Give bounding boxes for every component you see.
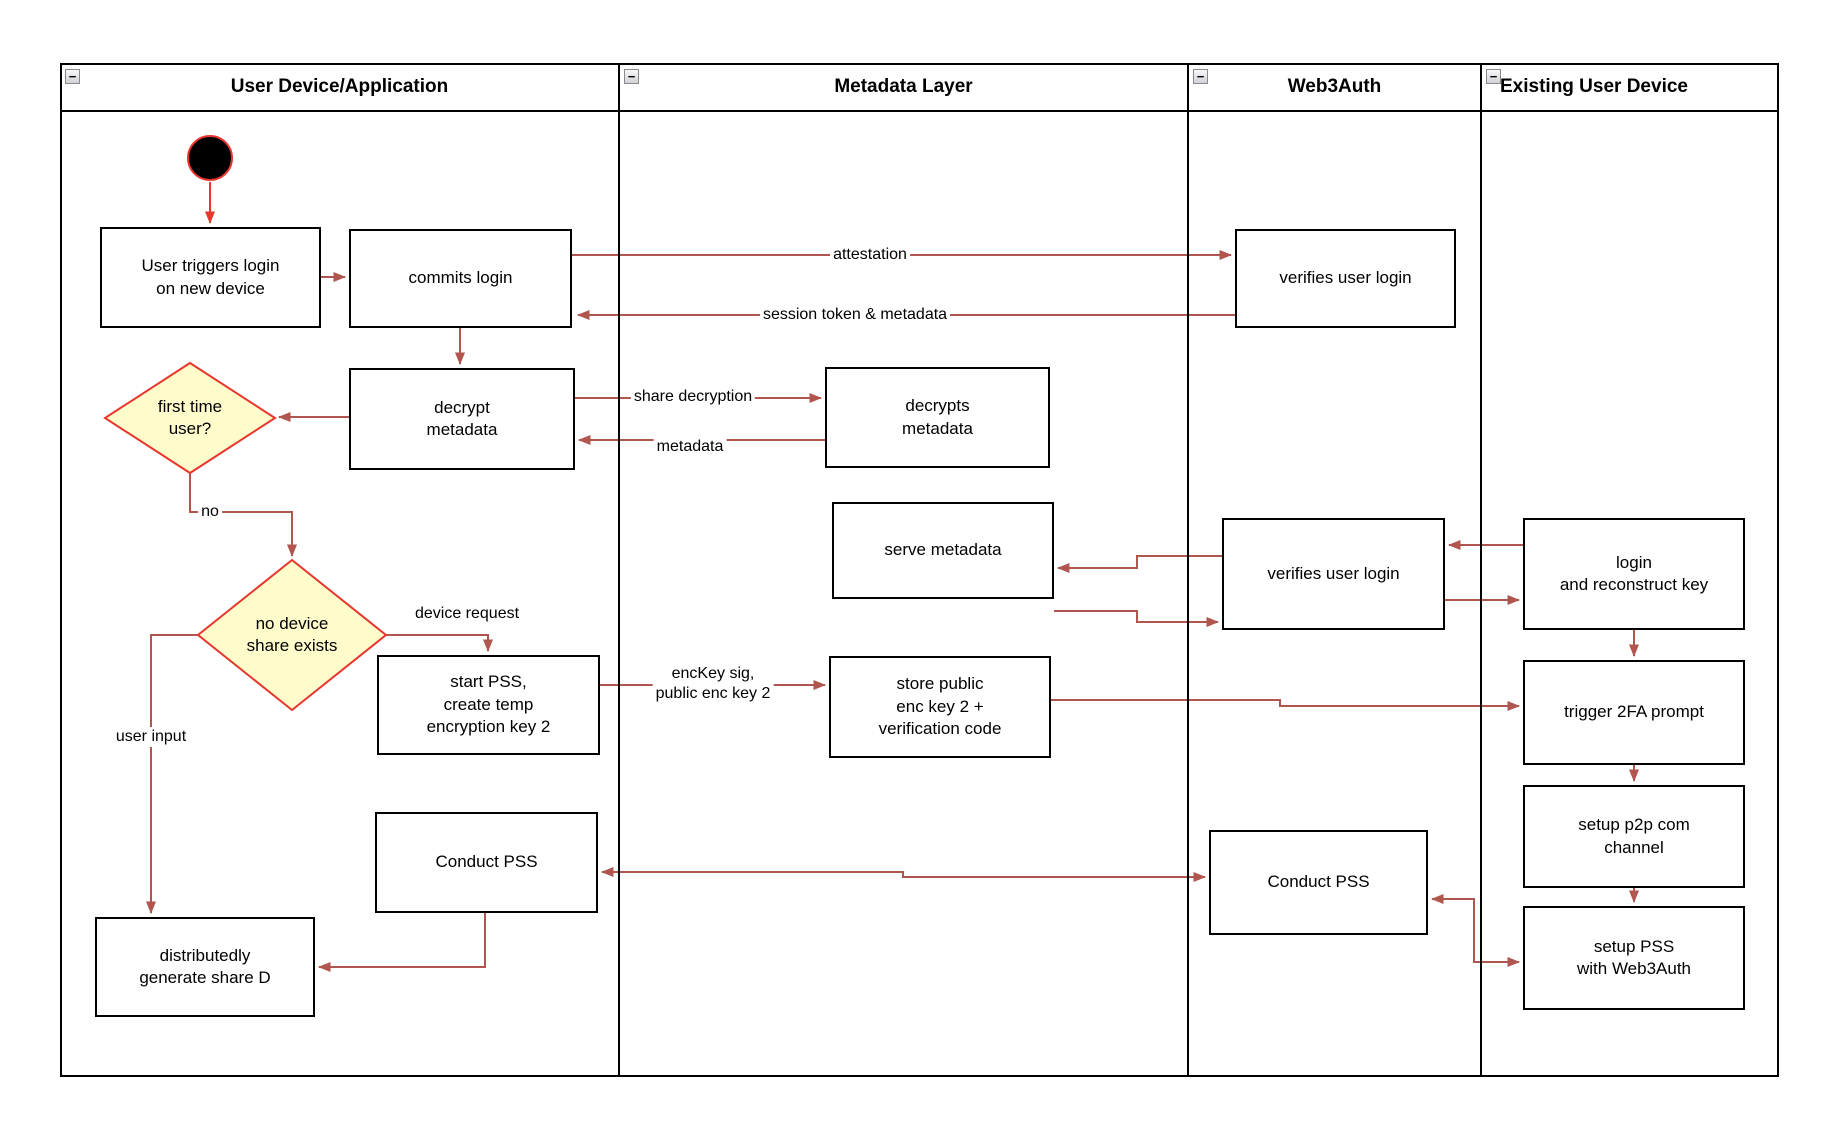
edge-label-device-request-arrow: device request: [411, 604, 523, 624]
node-setup-pss-with-web3auth[interactable]: setup PSS with Web3Auth: [1523, 906, 1745, 1010]
lane-title: Web3Auth: [1287, 75, 1382, 97]
node-decrypt-metadata[interactable]: decrypt metadata: [349, 368, 575, 470]
edge-label-user-input-arrow: user input: [112, 727, 190, 747]
lane-header-1: − Metadata Layer: [619, 63, 1188, 110]
collapse-lane-icon[interactable]: −: [65, 69, 80, 84]
verifies-mid-to-serve-metadata[interactable]: [1057, 555, 1222, 573]
store-key-to-trigger-2fa[interactable]: [1051, 699, 1520, 711]
conduct-pss-to-generate-share-d[interactable]: [318, 913, 486, 972]
edge-label-share-decryption-arrow: share decryption: [630, 387, 756, 407]
lane-header-2: − Web3Auth: [1188, 63, 1481, 110]
edge-label-no-branch-arrow: no: [198, 502, 222, 522]
node-serve-metadata[interactable]: serve metadata: [832, 502, 1054, 599]
node-distributedly-generate-share-d[interactable]: distributedly generate share D: [95, 917, 315, 1017]
node-user-triggers-login[interactable]: User triggers login on new device: [100, 227, 321, 328]
node-setup-p2p-com-channel[interactable]: setup p2p com channel: [1523, 785, 1745, 888]
lane-divider: [1187, 63, 1189, 1077]
node-start-node-initial[interactable]: [187, 135, 233, 181]
lane-title: Existing User Device: [1500, 75, 1688, 97]
lane-title: User Device/Application: [230, 75, 449, 97]
node-first-time-user[interactable]: [103, 361, 277, 475]
node-conduct-pss-web3auth[interactable]: Conduct PSS: [1209, 830, 1428, 935]
edge-label-session-token-metadata-arrow: session token & metadata: [759, 305, 951, 325]
node-store-public-enc-key[interactable]: store public enc key 2 + verification co…: [829, 656, 1051, 758]
swimlane-pool-border: [60, 63, 1779, 1077]
lane-header-0: − User Device/Application: [60, 63, 619, 110]
node-start-pss-create-temp-key[interactable]: start PSS, create temp encryption key 2: [377, 655, 600, 755]
lane-divider: [618, 63, 620, 1077]
lane-divider: [1480, 63, 1482, 1077]
collapse-lane-icon[interactable]: −: [624, 69, 639, 84]
edge-label-metadata-arrow: metadata: [653, 437, 727, 457]
serve-metadata-to-verifies-mid[interactable]: [1054, 610, 1219, 627]
lane-header-divider: [60, 110, 1779, 112]
conduct-pss-link-arrow[interactable]: [601, 867, 1206, 882]
conduct-pss-setup-pss-link[interactable]: [1431, 894, 1520, 967]
edge-label-attestation-arrow: attestation: [830, 245, 910, 265]
edge-label-enckey-sig-arrow: encKey sig, public enc key 2: [652, 664, 774, 704]
node-login-and-reconstruct-key[interactable]: login and reconstruct key: [1523, 518, 1745, 630]
node-verifies-user-login-mid[interactable]: verifies user login: [1222, 518, 1445, 630]
node-no-device-share-exists[interactable]: [196, 558, 388, 712]
collapse-lane-icon[interactable]: −: [1193, 69, 1208, 84]
node-trigger-2fa-prompt[interactable]: trigger 2FA prompt: [1523, 660, 1745, 765]
node-decrypts-metadata[interactable]: decrypts metadata: [825, 367, 1050, 468]
device-request-arrow[interactable]: [386, 634, 493, 652]
node-conduct-pss-user-device[interactable]: Conduct PSS: [375, 812, 598, 913]
node-commits-login[interactable]: commits login: [349, 229, 572, 328]
user-input-arrow[interactable]: [146, 634, 198, 914]
lane-header-3: −Existing User Device: [1481, 63, 1779, 110]
lane-title: Metadata Layer: [834, 75, 973, 97]
collapse-lane-icon[interactable]: −: [1486, 69, 1501, 84]
no-branch-arrow[interactable]: [189, 473, 297, 557]
node-verifies-user-login-top[interactable]: verifies user login: [1235, 229, 1456, 328]
